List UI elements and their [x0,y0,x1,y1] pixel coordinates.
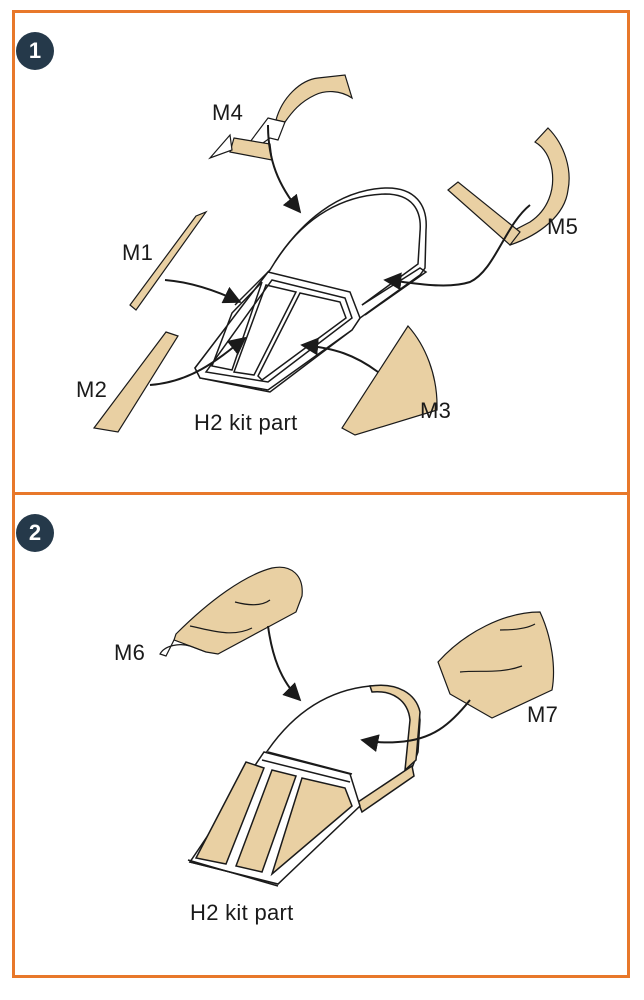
arrows-step1 [149,124,531,386]
mask-m7 [437,611,555,719]
step-2-badge: 2 [16,514,54,552]
label-m7: M7 [527,702,559,727]
label-m2: M2 [76,377,108,402]
label-kit-part-step1: H2 kit part [194,410,298,435]
mask-m6 [159,566,303,657]
canopy-part-step2 [187,684,421,887]
label-m5: M5 [547,214,579,239]
label-m4: M4 [212,100,244,125]
label-m6: M6 [114,640,146,665]
label-kit-part-step2: H2 kit part [190,900,294,925]
mask-m3 [341,325,438,436]
mask-m1 [129,210,208,311]
label-m1: M1 [122,240,154,265]
canopy-part-step1 [194,187,428,393]
arrows-step2 [267,625,471,753]
label-m3: M3 [420,398,452,423]
step-1-badge: 1 [16,32,54,70]
mask-m5 [447,127,570,246]
mask-m2 [92,331,179,433]
